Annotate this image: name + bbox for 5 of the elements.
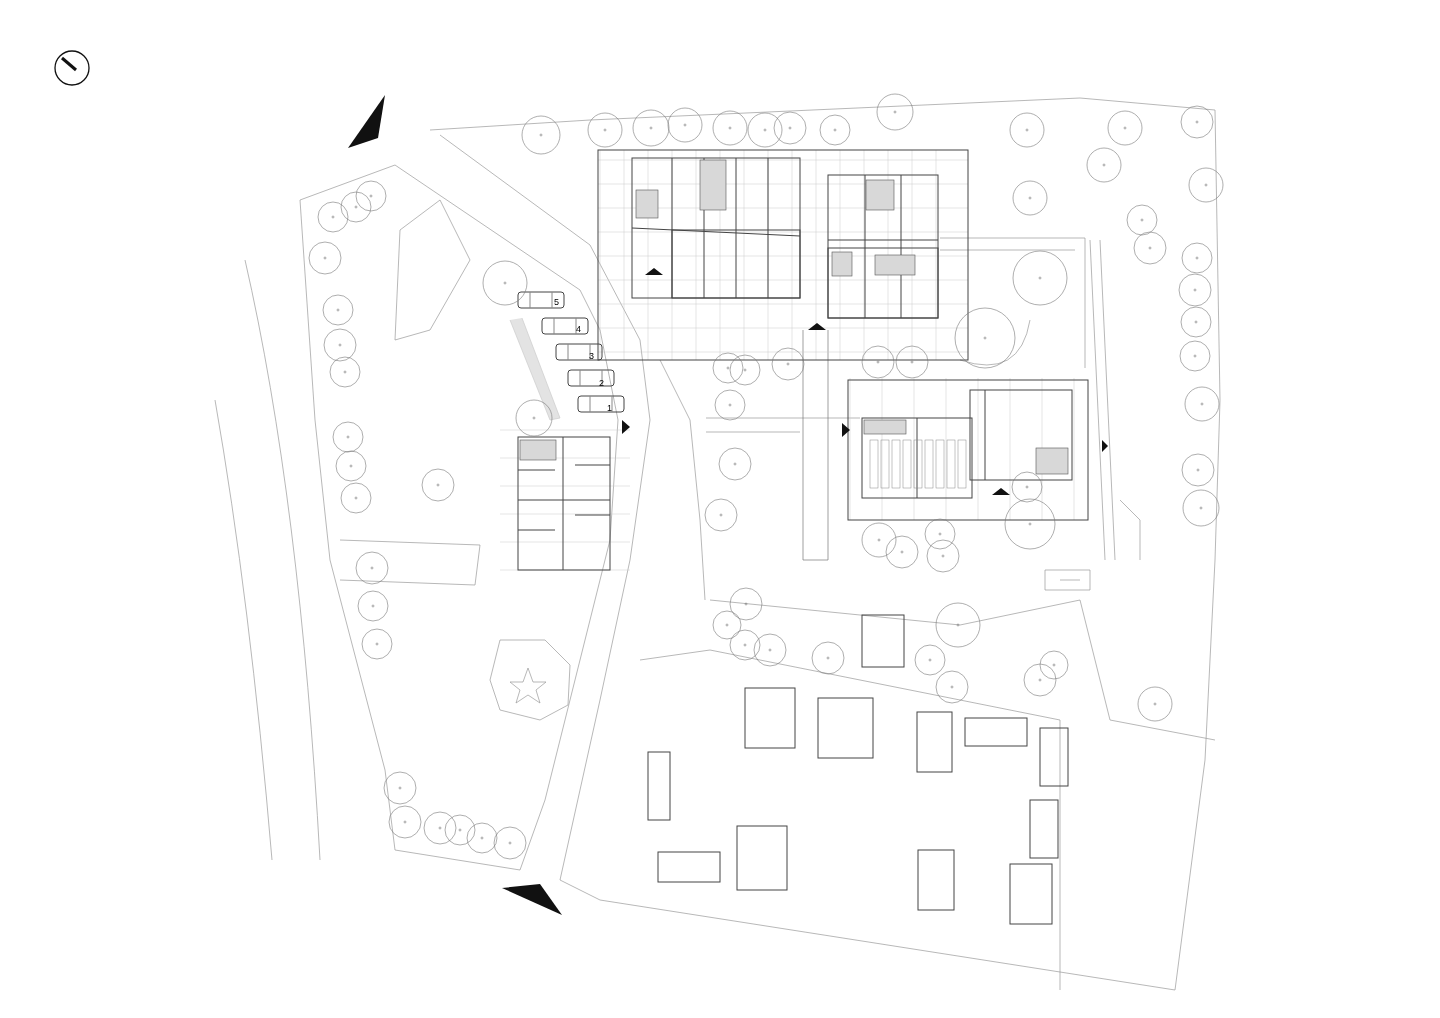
parking-space-number: 2: [599, 379, 604, 388]
parking-space-number: 1: [607, 404, 612, 413]
parking-space-number: 5: [554, 298, 559, 307]
parking-space-number: 4: [576, 325, 581, 334]
parking-space-number: 3: [589, 352, 594, 361]
